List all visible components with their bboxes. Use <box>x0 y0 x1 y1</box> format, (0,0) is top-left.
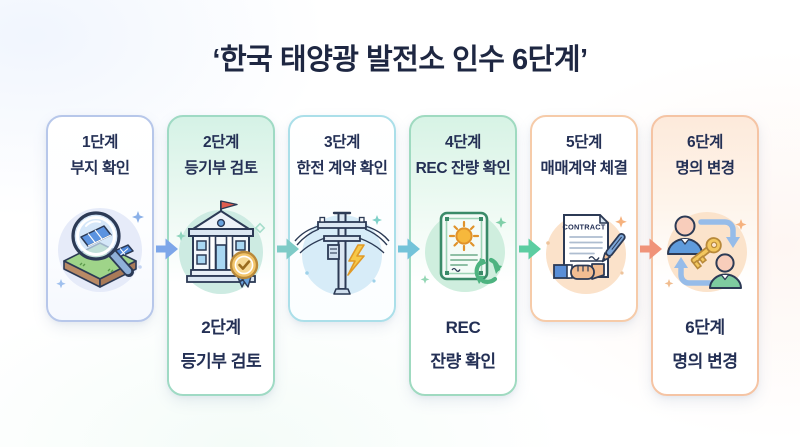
step-2-label: 2단계 등기부 검토 <box>169 130 273 182</box>
step-card-3: 3단계 한전 계약 확인 <box>288 115 396 322</box>
page-title: ‘한국 태양광 발전소 인수 6단계’ <box>212 44 588 76</box>
arrow-icon-3 <box>398 238 420 260</box>
step-3-name: 한전 계약 확인 <box>296 160 388 177</box>
registry-building-icon <box>171 195 271 301</box>
step-2-bottom-name: 등기부 검토 <box>180 352 262 371</box>
step-4-label: 4단계 REC 잔량 확인 <box>411 130 515 182</box>
step-card-1: 1단계 부지 확인 <box>46 115 154 322</box>
arrow-shape <box>277 238 299 260</box>
step-6-name: 명의 변경 <box>675 160 735 177</box>
arrow-shape <box>640 238 662 260</box>
arrow-shape <box>398 238 420 260</box>
step-card-6: 6단계 명의 변경 <box>651 115 759 396</box>
step-4-name: REC 잔량 확인 <box>415 160 511 177</box>
step-1-number: 1단계 <box>82 134 118 151</box>
step-5-label: 5단계 매매계약 체결 <box>532 130 636 182</box>
step-4-bottom-name: 잔량 확인 <box>430 352 496 371</box>
process-flow: 1단계 부지 확인 <box>0 115 800 415</box>
contract-handshake-icon: CONTRACT <box>534 195 634 301</box>
step-card-5: 5단계 매매계약 체결 CONTRACT <box>530 115 638 322</box>
step-6-bottom-name: 명의 변경 <box>672 352 738 371</box>
rec-certificate-icon <box>413 195 513 301</box>
arrow-icon-2 <box>277 238 299 260</box>
step-2-bottom-label: 2단계 등기부 검토 <box>169 317 273 373</box>
step-6-bottom-number: 6단계 <box>685 318 725 337</box>
step-6-label: 6단계 명의 변경 <box>653 130 757 182</box>
step-4-bottom-label: REC 잔량 확인 <box>411 317 515 373</box>
step-3-number: 3단계 <box>324 134 360 151</box>
arrow-shape <box>156 238 178 260</box>
arrow-icon-5 <box>640 238 662 260</box>
step-1-label: 1단계 부지 확인 <box>48 130 152 182</box>
magnifier-solar-site-icon <box>50 195 150 301</box>
step-card-2: 2단계 등기부 검토 <box>167 115 275 396</box>
arrow-icon-1 <box>156 238 178 260</box>
step-1-name: 부지 확인 <box>70 160 130 177</box>
step-4-number: 4단계 <box>445 134 481 151</box>
arrow-shape <box>519 238 541 260</box>
step-6-bottom-label: 6단계 명의 변경 <box>653 317 757 373</box>
step-5-name: 매매계약 체결 <box>540 160 628 177</box>
step-2-name: 등기부 검토 <box>184 160 258 177</box>
contract-label: CONTRACT <box>562 223 605 232</box>
step-3-label: 3단계 한전 계약 확인 <box>290 130 394 182</box>
step-4-bottom-number: REC <box>445 318 481 337</box>
step-6-number: 6단계 <box>687 134 723 151</box>
arrow-icon-4 <box>519 238 541 260</box>
step-5-number: 5단계 <box>566 134 602 151</box>
ownership-transfer-icon <box>655 195 755 301</box>
step-2-bottom-number: 2단계 <box>201 318 241 337</box>
step-card-4: 4단계 REC 잔량 확인 <box>409 115 517 396</box>
power-pole-icon <box>292 195 392 301</box>
step-2-number: 2단계 <box>203 134 239 151</box>
